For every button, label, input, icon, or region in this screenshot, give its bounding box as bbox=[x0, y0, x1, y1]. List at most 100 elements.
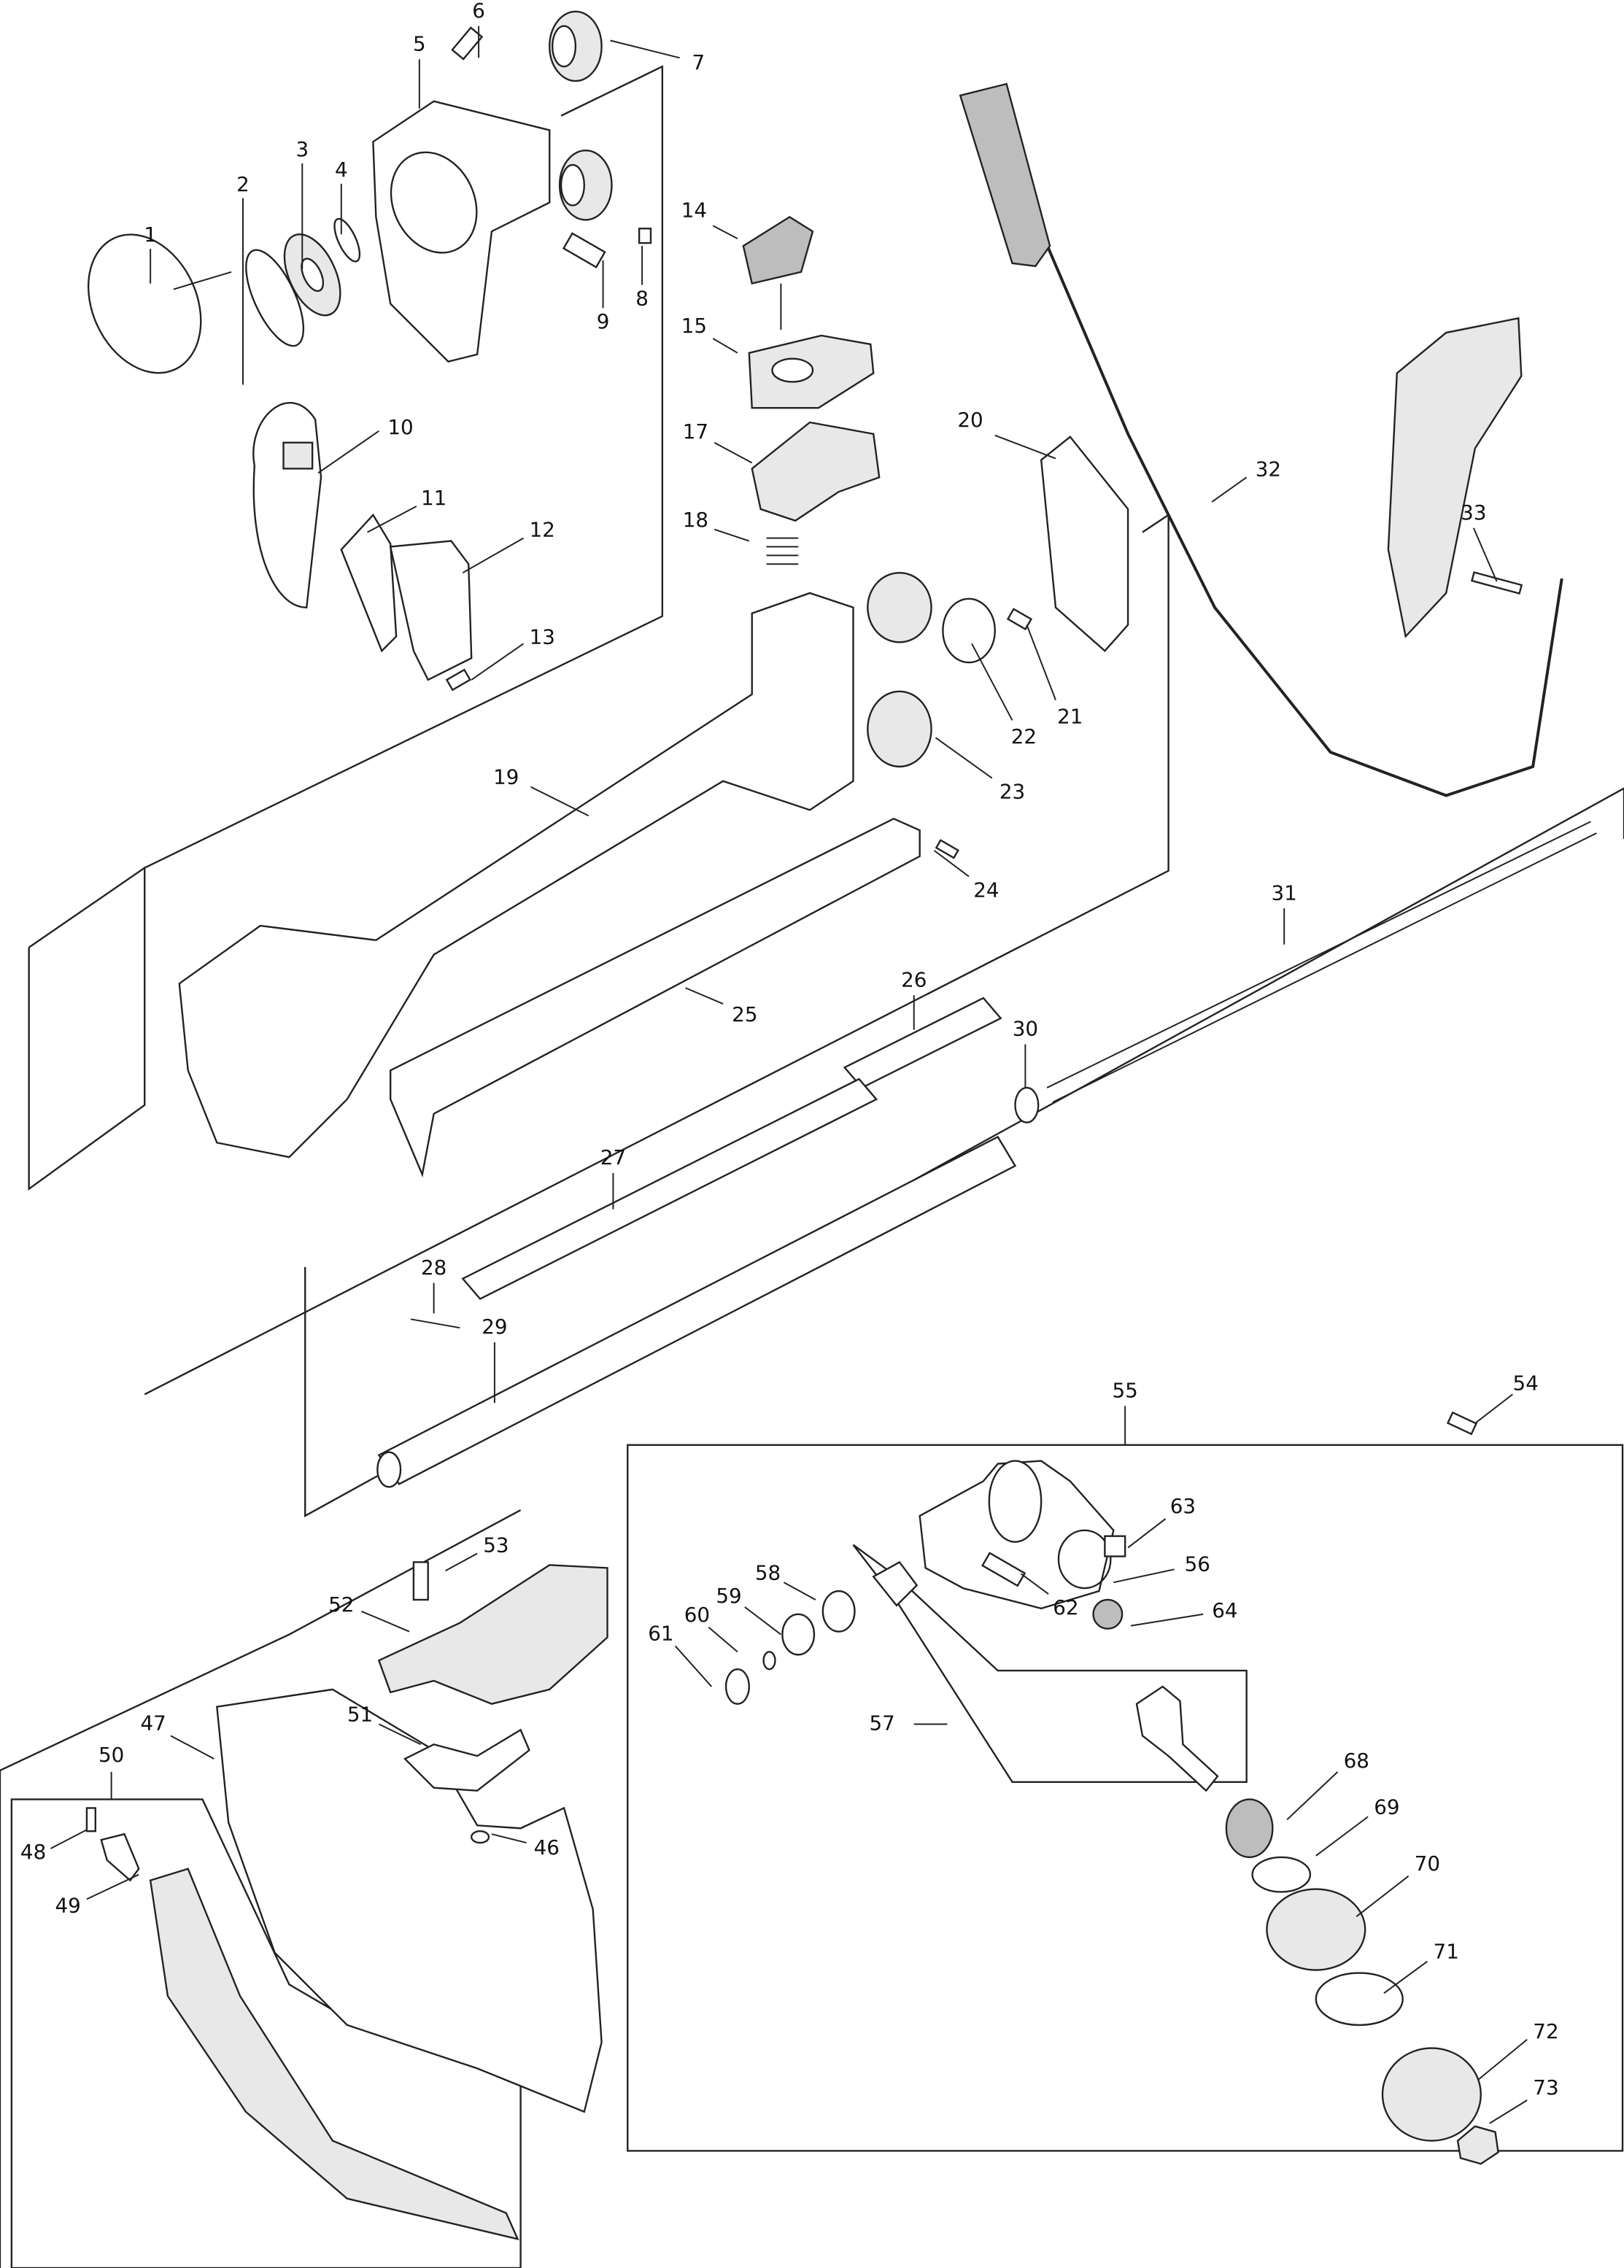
part-callout-1: 1 bbox=[144, 222, 157, 247]
leader-line-69 bbox=[1315, 1816, 1369, 1857]
part-callout-24: 24 bbox=[973, 878, 999, 902]
guard-group-outline bbox=[0, 1509, 522, 1772]
part-circlip-69 bbox=[1251, 1856, 1312, 1893]
part-screw-48 bbox=[85, 1807, 97, 1832]
leader-line-19 bbox=[530, 786, 589, 817]
part-ring-60 bbox=[762, 1651, 776, 1671]
leader-line-60 bbox=[708, 1626, 738, 1653]
part-bolt-63 bbox=[1104, 1535, 1126, 1557]
part-bearing-68 bbox=[1225, 1798, 1274, 1859]
part-clutch-drum bbox=[87, 233, 202, 374]
part-screw-24 bbox=[935, 839, 959, 859]
part-callout-7: 7 bbox=[692, 50, 705, 74]
part-callout-56: 56 bbox=[1185, 1552, 1210, 1576]
part-callout-20: 20 bbox=[957, 408, 983, 432]
leader-line-59 bbox=[744, 1606, 781, 1636]
part-main-housing bbox=[178, 592, 854, 1158]
part-callout-10: 10 bbox=[387, 415, 413, 439]
leader-line-14 bbox=[712, 225, 738, 240]
part-seal-64 bbox=[1092, 1598, 1124, 1630]
part-callout-69: 69 bbox=[1374, 1795, 1399, 1819]
spindle-subgroup-outline bbox=[852, 1544, 1248, 1783]
leader-line-53 bbox=[445, 1552, 478, 1572]
part-shaft-cover bbox=[390, 817, 921, 1178]
clutch-housing-group-outline bbox=[144, 65, 664, 869]
leader-line-71 bbox=[1383, 1960, 1428, 1994]
part-drawings bbox=[85, 10, 1597, 2241]
part-cover-72 bbox=[1381, 2047, 1482, 2142]
part-screw-54 bbox=[1446, 1411, 1478, 1436]
part-callout-30: 30 bbox=[1013, 1017, 1038, 1041]
part-callout-12: 12 bbox=[530, 518, 555, 542]
part-clamp-block bbox=[751, 421, 881, 522]
part-spacer-56 bbox=[1057, 1529, 1112, 1590]
part-grip bbox=[959, 82, 1051, 268]
part-spring bbox=[766, 537, 799, 565]
part-bearing-59 bbox=[781, 1613, 816, 1656]
part-callout-22: 22 bbox=[1011, 724, 1037, 748]
part-callout-29: 29 bbox=[482, 1315, 507, 1339]
part-callout-50: 50 bbox=[98, 1743, 124, 1767]
part-washer-46 bbox=[471, 1830, 490, 1844]
part-sticker-27 bbox=[461, 1077, 878, 1301]
part-damper-23 bbox=[867, 690, 932, 768]
part-callout-13: 13 bbox=[530, 624, 555, 649]
part-pinion-57 bbox=[872, 1560, 919, 1607]
leader-line-58 bbox=[783, 1582, 816, 1601]
leader-line-32 bbox=[1211, 476, 1248, 503]
part-callout-9: 9 bbox=[597, 309, 610, 333]
part-screw-53 bbox=[412, 1561, 429, 1601]
part-callout-27: 27 bbox=[600, 1145, 626, 1169]
part-handlebar bbox=[982, 100, 1563, 797]
part-callout-19: 19 bbox=[493, 765, 519, 789]
part-callout-3: 3 bbox=[295, 137, 309, 161]
part-guard-strip bbox=[149, 1868, 519, 2241]
part-screw-13 bbox=[445, 668, 471, 692]
part-side-plate bbox=[1040, 436, 1129, 652]
part-callout-31: 31 bbox=[1272, 881, 1297, 905]
part-washer-71 bbox=[1315, 1972, 1404, 2027]
part-callout-48: 48 bbox=[20, 1840, 46, 1864]
part-plate-11 bbox=[340, 513, 398, 653]
part-screw-8 bbox=[638, 228, 652, 244]
part-clamp-housing bbox=[252, 402, 322, 608]
leader-line-72 bbox=[1477, 2038, 1528, 2081]
part-callout-17: 17 bbox=[683, 419, 708, 444]
leader-line-47 bbox=[170, 1735, 214, 1760]
leader-line-52 bbox=[361, 1610, 410, 1633]
part-callout-72: 72 bbox=[1533, 2019, 1558, 2043]
part-callout-8: 8 bbox=[635, 286, 649, 310]
leader-lines bbox=[50, 26, 1528, 2124]
part-screw-9 bbox=[562, 232, 606, 268]
leader-line-24 bbox=[933, 850, 970, 878]
leader-line-18 bbox=[714, 528, 750, 542]
leader-line-25 bbox=[685, 987, 724, 1005]
part-callout-68: 68 bbox=[1344, 1749, 1369, 1773]
part-callout-15: 15 bbox=[681, 314, 707, 338]
part-callout-70: 70 bbox=[1415, 1851, 1440, 1876]
part-callout-14: 14 bbox=[681, 198, 707, 222]
leader-line-11 bbox=[367, 506, 417, 533]
part-callout-58: 58 bbox=[755, 1560, 781, 1584]
part-callout-63: 63 bbox=[1170, 1494, 1196, 1518]
leader-line-20 bbox=[994, 434, 1056, 460]
callout-labels: 1234567891011121314151718192021222324252… bbox=[20, 0, 1559, 2099]
part-receiver-70 bbox=[1266, 1888, 1366, 1971]
part-bolt-62 bbox=[981, 1552, 1026, 1587]
part-callout-60: 60 bbox=[684, 1603, 710, 1627]
part-callout-51: 51 bbox=[347, 1703, 373, 1727]
leader-line-21 bbox=[1026, 624, 1056, 701]
part-callout-32: 32 bbox=[1256, 457, 1281, 481]
part-callout-28: 28 bbox=[421, 1255, 446, 1280]
leader-line-23 bbox=[935, 737, 993, 779]
part-callout-71: 71 bbox=[1434, 1940, 1459, 1964]
part-callout-4: 4 bbox=[335, 158, 348, 182]
leader-line-22 bbox=[971, 643, 1013, 721]
leader-line-70 bbox=[1356, 1875, 1410, 1917]
part-guard bbox=[216, 1688, 603, 2113]
part-cover-52 bbox=[377, 1564, 608, 1705]
leader-line-12 bbox=[462, 537, 525, 574]
part-sticker-26 bbox=[843, 996, 1002, 1089]
part-callout-21: 21 bbox=[1057, 704, 1083, 728]
